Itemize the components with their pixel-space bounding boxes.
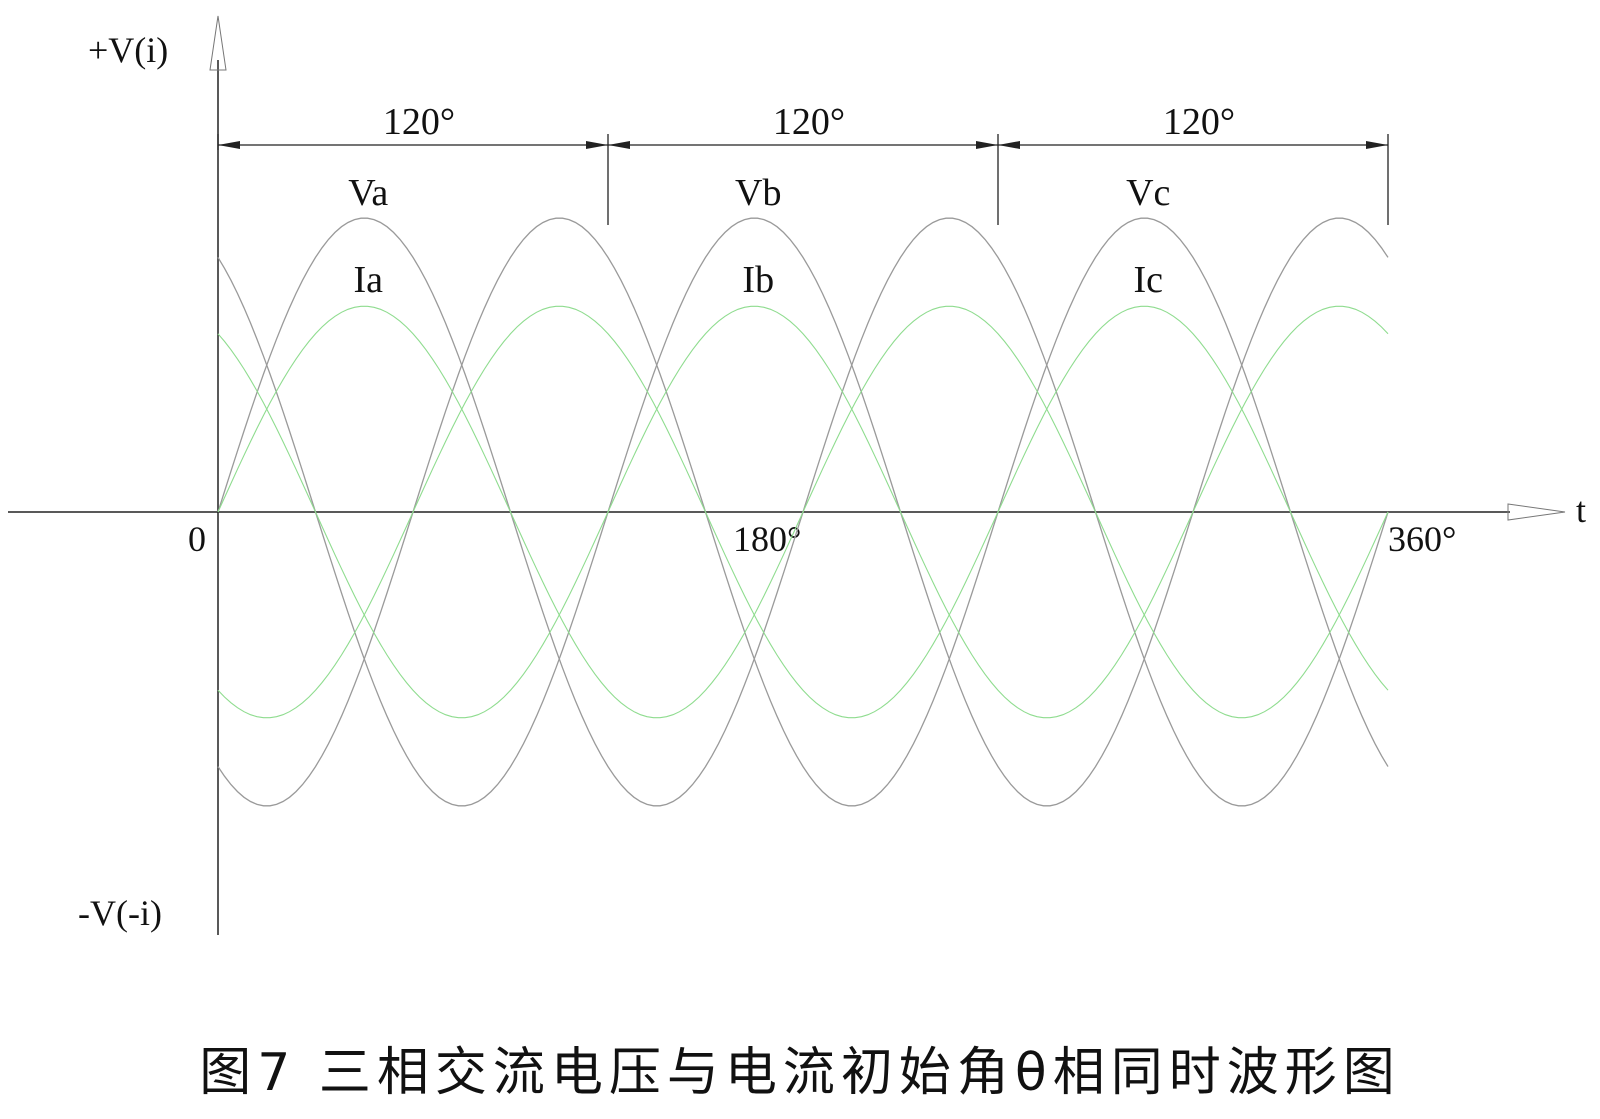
dimension-arrow-right <box>1366 141 1388 149</box>
origin-label: 0 <box>188 519 206 559</box>
y-bottom-label: -V(-i) <box>78 893 162 933</box>
figure-caption: 图7 三相交流电压与电流初始角θ相同时波形图 <box>199 1043 1400 1103</box>
dimension-arrow-left <box>998 141 1020 149</box>
y-axis-arrow <box>209 15 227 71</box>
wave-ib <box>217 305 1389 719</box>
dimension-arrow-left <box>218 141 240 149</box>
dimension-arrow-right <box>976 141 998 149</box>
waveforms <box>217 217 1389 807</box>
label-ic: Ic <box>1133 259 1163 301</box>
label-va: Va <box>348 172 388 214</box>
interval-label: 120° <box>773 101 845 143</box>
y-top-label: +V(i) <box>88 30 168 70</box>
dimension-arrow-right <box>586 141 608 149</box>
wave-ic <box>217 305 1389 719</box>
dimension-arrow-left <box>608 141 630 149</box>
label-ib: Ib <box>742 259 774 301</box>
wave-ia <box>217 305 1389 719</box>
label-vb: Vb <box>735 172 781 214</box>
x-axis-arrow <box>1507 503 1566 521</box>
interval-label: 120° <box>1163 101 1235 143</box>
tick-360-label: 360° <box>1388 519 1456 559</box>
label-ia: Ia <box>353 259 383 301</box>
label-vc: Vc <box>1126 172 1170 214</box>
x-axis-label: t <box>1576 490 1586 530</box>
interval-label: 120° <box>383 101 455 143</box>
interval-dimensions: 120° 120° 120° <box>217 101 1389 225</box>
